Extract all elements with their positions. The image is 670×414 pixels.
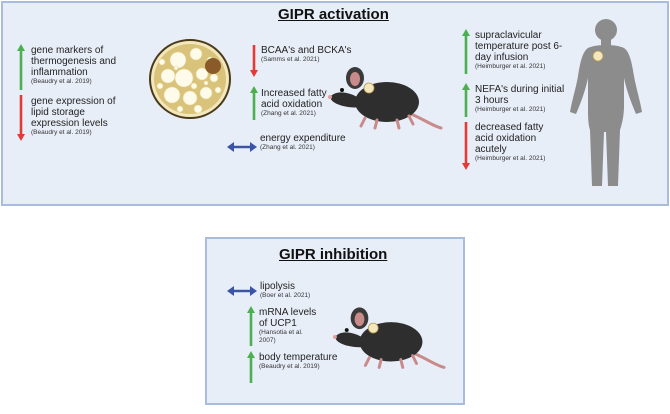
item-text: body temperature xyxy=(259,352,338,363)
item-text: BCAA's and BCKA's xyxy=(261,45,352,56)
inhibition-item-lipolysis: lipolysis (Boer et al. 2021) xyxy=(260,281,330,300)
item-text: gene expression of lipid storage express… xyxy=(31,96,116,129)
item-citation: (Boer et al. 2021) xyxy=(260,292,311,299)
adipocyte-cell-icon xyxy=(148,38,232,120)
item-text: gene markers of thermogenesis and inflam… xyxy=(31,45,117,78)
item-text: lipolysis xyxy=(260,281,296,292)
gipr-inhibition-panel xyxy=(205,237,465,405)
item-text: supraclavicular temperature post 6-day i… xyxy=(475,30,563,63)
item-citation: (Heimburger et al. 2021) xyxy=(475,63,546,70)
item-citation: (Heimburger et al. 2021) xyxy=(475,106,546,113)
item-text: mRNA levels of UCP1 xyxy=(259,307,317,329)
inhibition-item-ucp1: mRNA levels of UCP1 (Hansotia et al. 200… xyxy=(259,307,319,345)
activation-title: GIPR activation xyxy=(278,6,389,23)
inhibition-title: GIPR inhibition xyxy=(279,246,388,263)
item-citation: (Samms et al. 2021) xyxy=(261,56,320,63)
mouse-icon xyxy=(330,292,448,374)
human-figure-icon xyxy=(568,16,644,190)
item-text: Increased fatty acid oxidation xyxy=(261,88,327,110)
item-citation: (Heimburger et al. 2021) xyxy=(475,155,546,162)
gipr-activation-panel xyxy=(1,1,669,206)
arrow-up-icon xyxy=(462,83,470,117)
arrow-up-icon xyxy=(17,44,25,90)
item-citation: (Beaudry et al. 2019) xyxy=(259,363,320,370)
activation-item-thermogenesis: gene markers of thermogenesis and inflam… xyxy=(31,45,136,86)
arrow-up-icon xyxy=(462,29,470,74)
item-citation: (Beaudry et al. 2019) xyxy=(31,129,92,136)
activation-item-energy-expenditure: energy expenditure (Zhang et al. 2021) xyxy=(260,133,350,152)
activation-item-bcaa: BCAA's and BCKA's (Samms et al. 2021) xyxy=(261,45,366,64)
activation-item-decreased-fao: decreased fatty acid oxidation acutely (… xyxy=(475,122,560,163)
arrow-down-icon xyxy=(250,45,258,77)
item-text: energy expenditure xyxy=(260,133,346,144)
arrow-down-icon xyxy=(462,122,470,170)
arrow-up-icon xyxy=(250,86,258,120)
activation-item-supraclavicular-temperature: supraclavicular temperature post 6-day i… xyxy=(475,30,565,71)
mouse-icon xyxy=(325,52,445,134)
double-arrow-icon xyxy=(227,142,257,152)
inhibition-item-body-temperature: body temperature (Beaudry et al. 2019) xyxy=(259,352,349,371)
item-text: NEFA's during initial 3 hours xyxy=(475,84,565,106)
arrow-up-icon xyxy=(247,351,255,383)
activation-item-lipid-storage: gene expression of lipid storage express… xyxy=(31,96,131,137)
item-citation: (Zhang et al. 2021) xyxy=(260,144,315,151)
item-citation: (Zhang et al. 2021) xyxy=(261,110,316,117)
item-citation: (Hansotia et al. 2007) xyxy=(259,329,303,344)
arrow-up-icon xyxy=(247,306,255,346)
arrow-down-icon xyxy=(17,95,25,141)
activation-item-fatty-acid-oxidation: Increased fatty acid oxidation (Zhang et… xyxy=(261,88,341,118)
double-arrow-icon xyxy=(227,286,257,296)
activation-item-nefa: NEFA's during initial 3 hours (Heimburge… xyxy=(475,84,565,114)
item-citation: (Beaudry et al. 2019) xyxy=(31,78,92,85)
item-text: decreased fatty acid oxidation acutely xyxy=(475,122,544,155)
